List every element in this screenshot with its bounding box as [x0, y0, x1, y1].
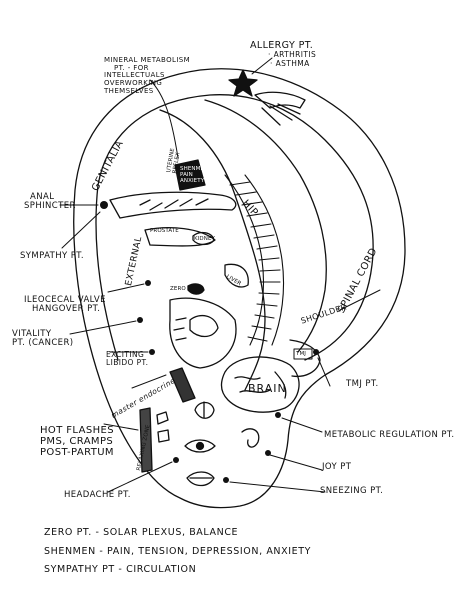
- sympathy-pt-label: SYMPATHY PT.: [20, 251, 84, 261]
- tmj-pt-label: TMJ PT.: [346, 379, 379, 389]
- spine-vertebrae: [224, 174, 285, 346]
- teeth-glyph: [156, 411, 170, 443]
- concha-lower: [169, 297, 237, 369]
- antihelix: [159, 109, 266, 391]
- allergy-star: [228, 69, 258, 97]
- kidney-shape: [192, 231, 215, 246]
- zero-point: [187, 283, 205, 295]
- prostate-label: PROSTATE: [150, 228, 179, 234]
- mouth: [186, 471, 215, 487]
- concha-upper: [109, 191, 237, 219]
- scapha-line: [204, 99, 327, 353]
- acupoints: [100, 201, 319, 483]
- outer-ear-outline: [73, 68, 406, 509]
- tongue: [194, 401, 215, 419]
- vitality-label: VITALITY PT. (CANCER): [12, 329, 74, 349]
- legend-shenmen: SHENMEN - PAIN, TENSION, DEPRESSION, ANX…: [44, 546, 312, 557]
- ear-glyph: [241, 428, 260, 448]
- headache-label: HEADACHE PT.: [64, 490, 131, 500]
- brain-shape: [220, 356, 300, 413]
- anal-sphincter-label: ANAL SPHINCTER: [24, 192, 76, 212]
- eye: [184, 439, 216, 453]
- hot-flashes-label: HOT FLASHES PMS, CRAMPS POST-PARTUM: [40, 425, 115, 458]
- legend-sympathy: SYMPATHY PT - CIRCULATION: [44, 564, 197, 575]
- metabolic-regulation-label: METABOLIC REGULATION PT.: [324, 430, 455, 440]
- brain-label: BRAIN: [248, 382, 287, 395]
- tmj-box-label: TMJ: [296, 351, 307, 357]
- joy-pt-label: JOY PT: [322, 462, 352, 472]
- leader-lines: [59, 57, 381, 493]
- legend-zero-pt: ZERO PT. - SOLAR PLEXUS, BALANCE: [44, 527, 239, 538]
- relaxing-zone-bar: [139, 407, 153, 473]
- allergy-label: ALLERGY PT. · ARTHRITIS · ASTHMA: [250, 40, 317, 68]
- helix-inner: [95, 94, 374, 361]
- ileocecal-label: ILEOCECAL VALVE HANGOVER PT.: [24, 295, 106, 315]
- shenmen-block: [174, 159, 206, 191]
- kidney-label: KIDNEY: [194, 236, 216, 242]
- mineral-metabolism-label: MINERAL METABOLISM PT. - FOR INTELLECTUA…: [104, 56, 191, 95]
- shaded-zone: [169, 367, 196, 403]
- exciting-libido-label: EXCITING LIBIDO PT.: [106, 350, 149, 368]
- sneezing-pt-label: SNEEZING PT.: [320, 486, 384, 496]
- liver-shape: [224, 263, 249, 288]
- tmj-region: [289, 339, 321, 378]
- zero-label: ZERO: [170, 286, 186, 292]
- shenmen-box-label: SHENMEN PAIN ANXIETY: [180, 166, 209, 185]
- hand-sketch: [254, 91, 306, 109]
- prostate-tube: [144, 227, 216, 247]
